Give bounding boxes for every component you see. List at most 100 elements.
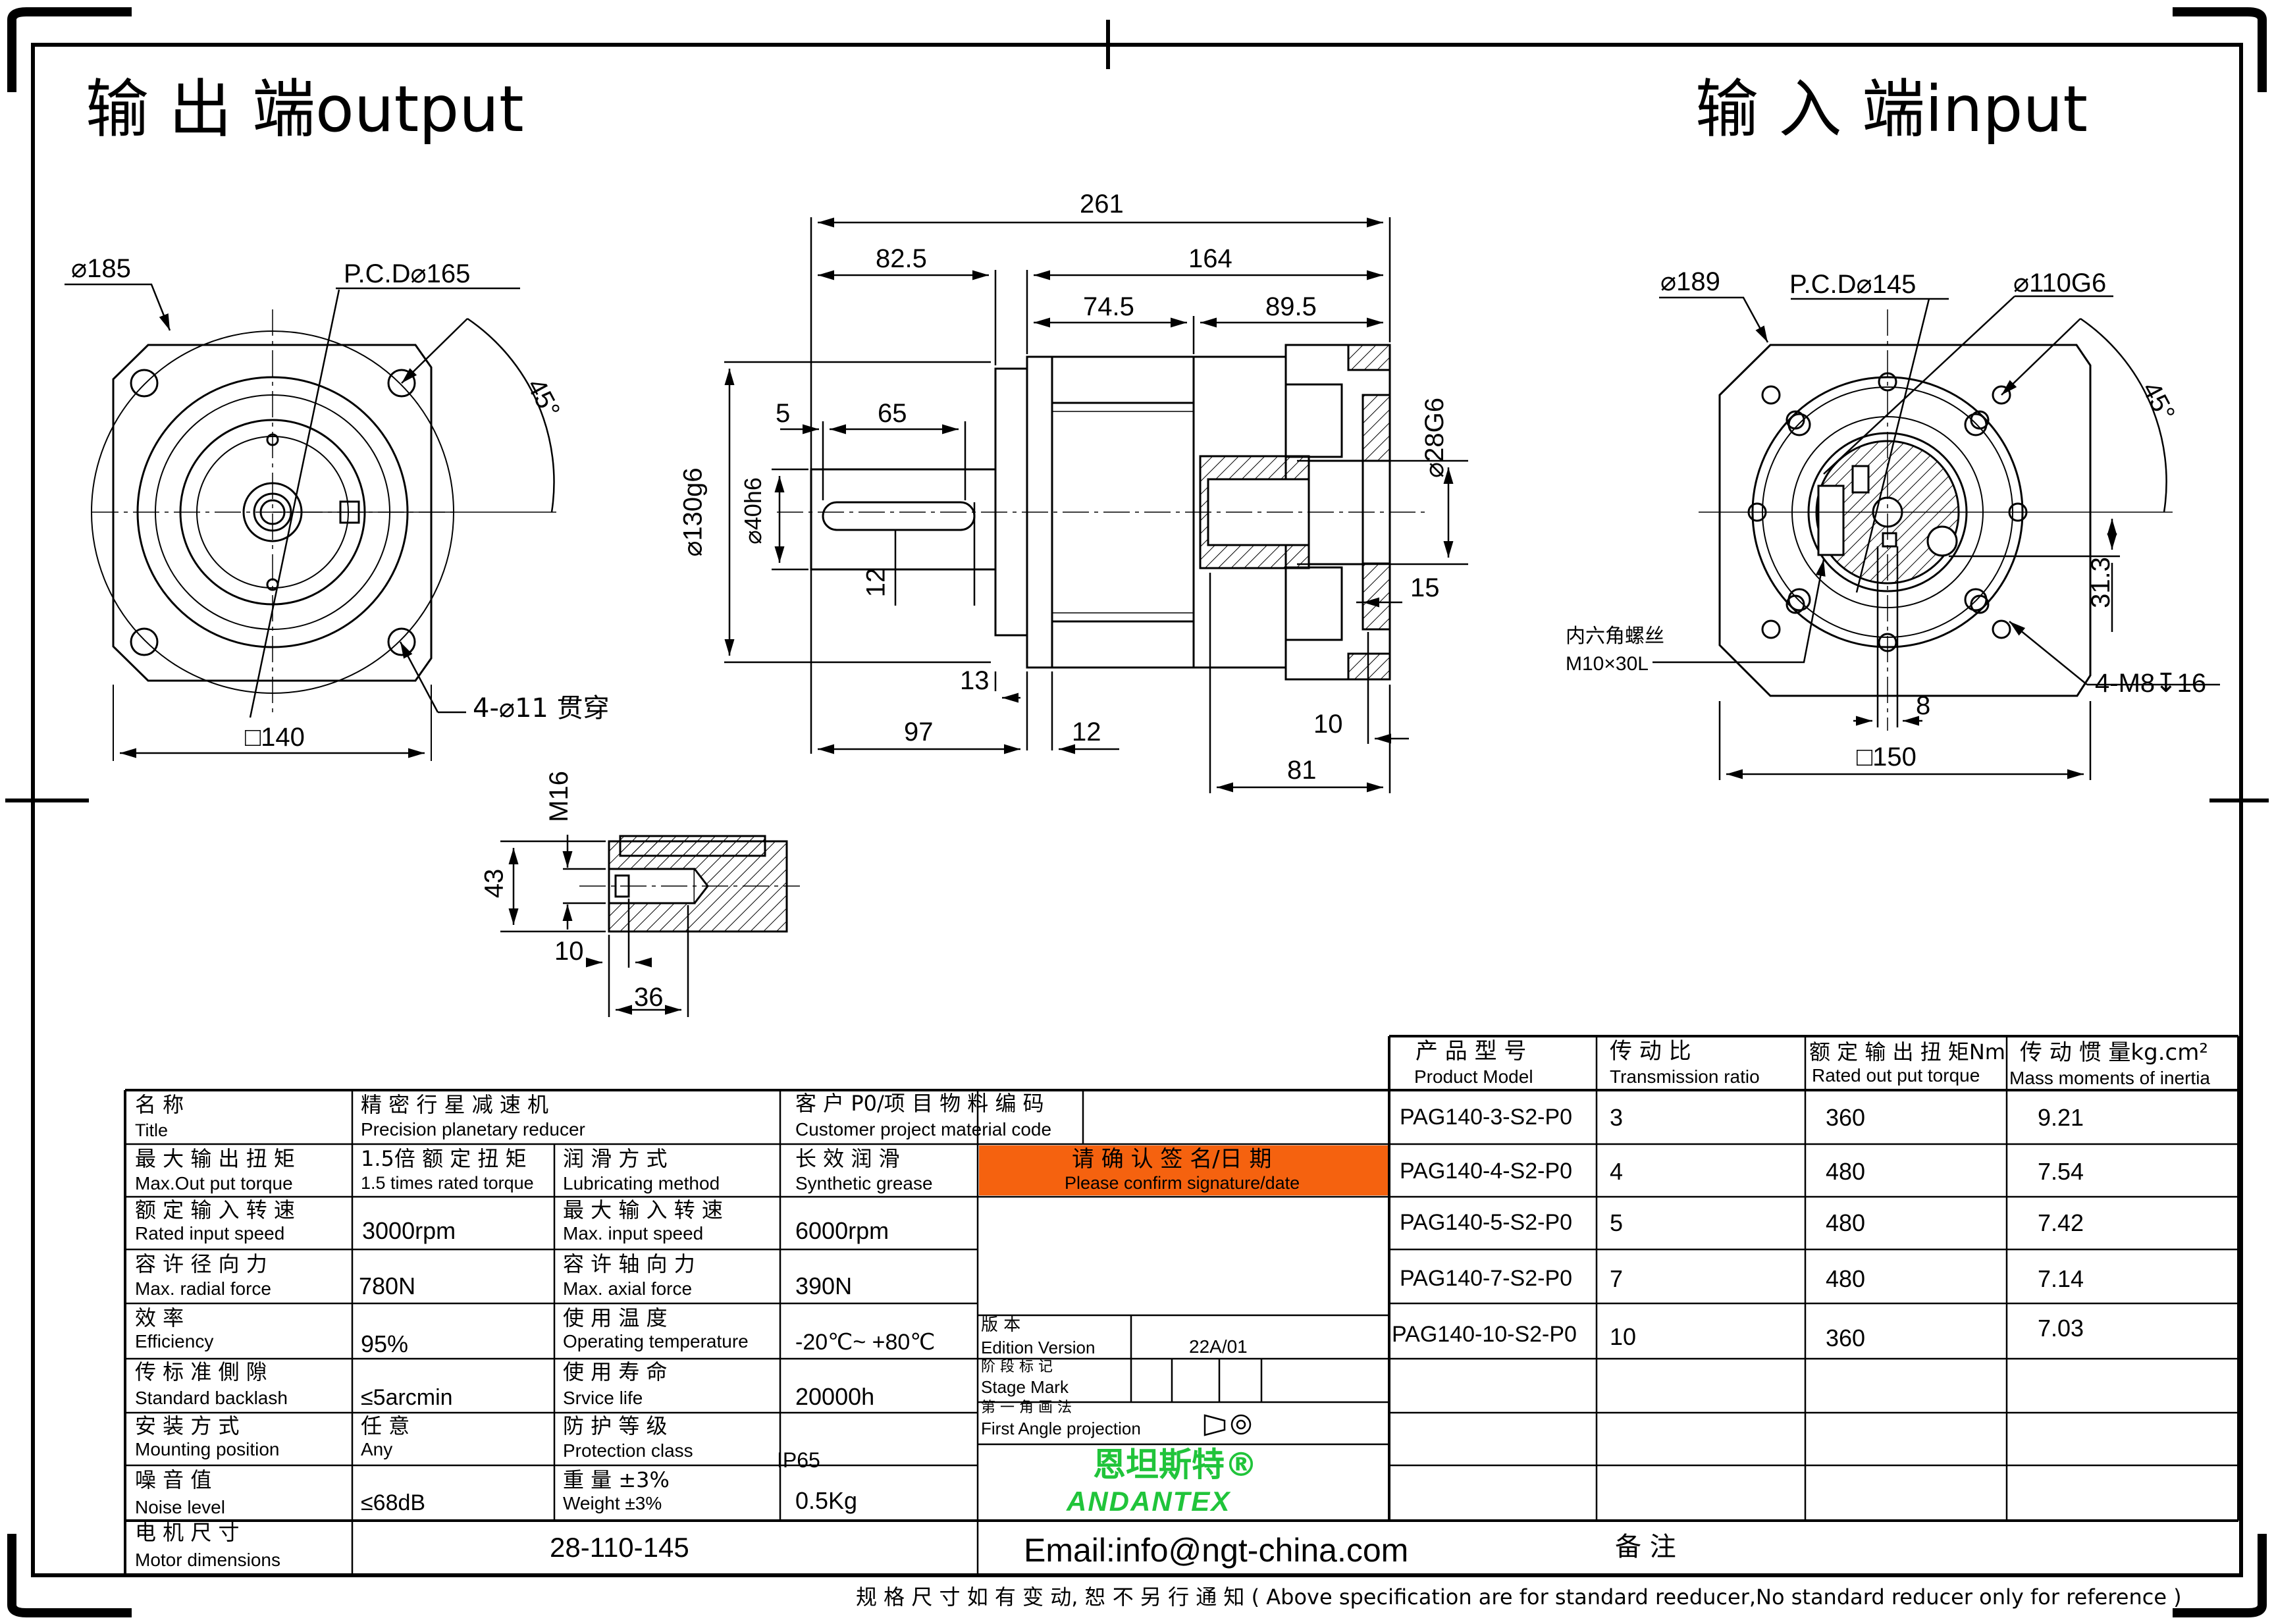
- dim-m16: M16: [544, 771, 573, 822]
- dim-74-5: 74.5: [1083, 292, 1134, 321]
- dim-82-5: 82.5: [876, 244, 927, 273]
- input-end-title: 输 入 端input: [1695, 72, 2088, 146]
- protection-label-en: Protection class: [563, 1440, 693, 1461]
- max-output-label-cn: 最 大 输 出 扭 矩: [135, 1146, 295, 1171]
- backlash-value: ≤5arcmin: [361, 1385, 453, 1410]
- dim-43: 43: [479, 868, 509, 899]
- max-input-value: 6000rpm: [795, 1217, 889, 1244]
- service-life-label-cn: 使 用 寿 命: [563, 1359, 668, 1384]
- title-label-en: Title: [135, 1120, 169, 1140]
- weight-value: 0.5Kg: [795, 1487, 858, 1514]
- service-life-value: 20000h: [795, 1383, 875, 1410]
- service-life-label-en: Srvice life: [563, 1388, 643, 1408]
- model-row-1-ratio: 3: [1610, 1104, 1624, 1131]
- motor-dim-label-en: Motor dimensions: [135, 1550, 280, 1570]
- max-input-label-en: Max. input speed: [563, 1223, 704, 1244]
- dim-81: 81: [1287, 756, 1317, 785]
- backlash-label-cn: 传 标 准 側 隙: [135, 1359, 267, 1384]
- radial-force-label-cn: 容 许 径 向 力: [135, 1251, 267, 1276]
- noise-label-en: Noise level: [135, 1497, 225, 1517]
- side-section-view: [724, 217, 1468, 793]
- backlash-label-en: Standard backlash: [135, 1388, 288, 1408]
- confirm-label-cn: 请 确 认 签 名/日 期: [1072, 1146, 1272, 1172]
- dim-97: 97: [904, 718, 934, 747]
- axial-force-value: 390N: [795, 1272, 853, 1299]
- stage-mark-label-cn: 阶 段 标 记: [981, 1359, 1053, 1375]
- dim-13: 13: [960, 666, 990, 695]
- dim-key-12: 12: [861, 567, 891, 598]
- model-row-4-inertia: 7.14: [2038, 1265, 2084, 1292]
- dim-square-140: □140: [245, 723, 305, 752]
- max-output-value-en: 1.5 times rated torque: [361, 1173, 534, 1193]
- projection-label-cn: 第 一 角 画 法: [981, 1400, 1072, 1416]
- dim-holes-4-11: 4-⌀11 贯穿: [473, 693, 610, 723]
- model-row-2-torque: 480: [1826, 1158, 1866, 1185]
- mounting-value-en: Any: [361, 1439, 393, 1459]
- col-header-torque-cn: 额 定 输 出 扭 矩Nm: [1809, 1039, 2005, 1064]
- model-row-3-torque: 480: [1826, 1209, 1866, 1236]
- model-row-2-inertia: 7.54: [2038, 1158, 2084, 1185]
- weight-label-en: Weight ±3%: [563, 1493, 662, 1513]
- col-header-torque-en: Rated out put torque: [1812, 1065, 1980, 1086]
- motor-dim-value: 28-110-145: [550, 1532, 689, 1563]
- dim-dia-130: ⌀130g6: [678, 467, 708, 557]
- noise-value: ≤68dB: [361, 1490, 426, 1515]
- model-row-5-model: PAG140-10-S2-P0: [1392, 1322, 1577, 1347]
- temperature-label-cn: 使 用 温 度: [563, 1305, 668, 1330]
- dim-8: 8: [1916, 691, 1931, 720]
- product-name-cn: 精 密 行 星 减 速 机: [361, 1092, 549, 1117]
- efficiency-value: 95%: [361, 1330, 409, 1357]
- max-output-value-cn: 1.5倍 额 定 扭 矩: [361, 1146, 527, 1171]
- dim-10-side: 10: [1313, 710, 1343, 739]
- model-row-5-ratio: 10: [1610, 1323, 1637, 1350]
- mounting-value-cn: 任 意: [361, 1413, 410, 1438]
- lubrication-label-cn: 润 滑 方 式: [563, 1146, 668, 1171]
- mounting-label-en: Mounting position: [135, 1439, 280, 1459]
- dim-pcd-145: P.C.D⌀145: [1789, 270, 1917, 299]
- dim-12-bottom: 12: [1072, 718, 1101, 747]
- noise-label-cn: 噪 音 值: [135, 1467, 212, 1492]
- output-end-title: 输 出 端output: [86, 72, 524, 146]
- contact-email[interactable]: Email:info@ngt-china.com: [1024, 1532, 1409, 1569]
- lubrication-label-en: Lubricating method: [563, 1173, 720, 1193]
- dim-dia-189: ⌀189: [1660, 267, 1720, 296]
- max-output-label-en: Max.Out put torque: [135, 1173, 293, 1193]
- edition-value: 22A/01: [1189, 1336, 1248, 1357]
- mounting-label-cn: 安 装 方 式: [135, 1413, 240, 1438]
- col-header-ratio-en: Transmission ratio: [1610, 1066, 1760, 1087]
- shaft-end-detail: [500, 835, 800, 1017]
- customer-code-en: Customer project material code: [795, 1119, 1052, 1139]
- motor-dim-label-cn: 电 机 尺 寸: [135, 1520, 240, 1545]
- temperature-label-en: Operating temperature: [563, 1331, 749, 1351]
- weight-label-cn: 重 量 ±3%: [563, 1467, 670, 1492]
- edition-label-cn: 版 本: [981, 1315, 1021, 1335]
- axial-force-label-en: Max. axial force: [563, 1278, 693, 1299]
- model-row-1-model: PAG140-3-S2-P0: [1400, 1105, 1573, 1130]
- dim-164: 164: [1188, 244, 1232, 273]
- customer-code-cn: 客 户 P0/项 目 物 料 编 码: [795, 1091, 1044, 1116]
- model-row-2-ratio: 4: [1610, 1158, 1624, 1185]
- confirm-label-en: Please confirm signature/date: [1065, 1173, 1300, 1193]
- company-logo-en: ANDANTEX: [1067, 1486, 1231, 1517]
- model-row-3-ratio: 5: [1610, 1209, 1624, 1236]
- col-header-ratio-cn: 传 动 比: [1610, 1038, 1691, 1064]
- dim-261: 261: [1080, 190, 1124, 219]
- radial-force-label-en: Max. radial force: [135, 1278, 271, 1299]
- projection-label-en: First Angle projection: [981, 1419, 1141, 1438]
- temperature-value: -20℃~ +80℃: [795, 1330, 936, 1355]
- model-row-5-torque: 360: [1826, 1324, 1866, 1351]
- model-row-4-torque: 480: [1826, 1265, 1866, 1292]
- confirm-signature-cell[interactable]: [979, 1145, 1388, 1195]
- screw-label-cn: 内六角螺丝: [1566, 625, 1664, 648]
- stage-mark-label-en: Stage Mark: [981, 1377, 1069, 1397]
- model-row-2-model: PAG140-4-S2-P0: [1400, 1159, 1573, 1184]
- max-input-label-cn: 最 大 输 入 转 速: [563, 1197, 723, 1222]
- model-row-1-torque: 360: [1826, 1104, 1866, 1131]
- model-row-1-inertia: 9.21: [2038, 1104, 2084, 1131]
- screw-label-en: M10×30L: [1566, 653, 1649, 675]
- dim-pcd-165: P.C.D⌀165: [344, 259, 471, 288]
- dim-square-150: □150: [1857, 743, 1917, 772]
- lubrication-value-cn: 长 效 润 滑: [795, 1146, 900, 1171]
- dim-31-3: 31.3: [2086, 557, 2115, 608]
- dim-5: 5: [776, 399, 791, 428]
